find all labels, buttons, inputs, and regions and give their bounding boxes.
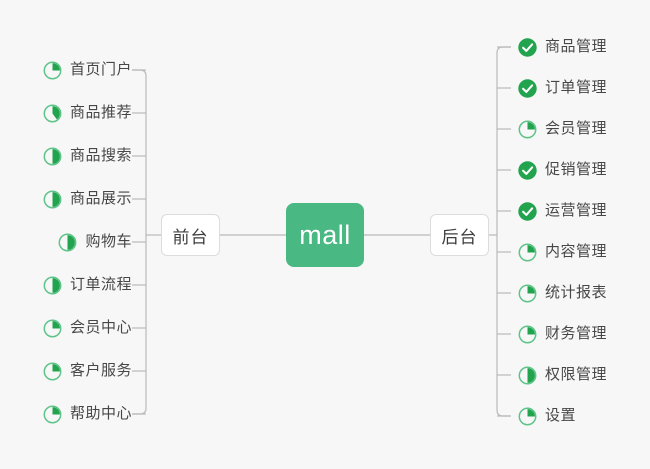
branch-node-frontend[interactable]: 前台 [161, 214, 220, 256]
pie-icon [517, 242, 538, 263]
pie-icon [42, 318, 63, 339]
branch-label-frontend: 前台 [172, 227, 209, 247]
backend-leaf-label: 权限管理 [545, 366, 608, 383]
pie-icon [42, 404, 63, 425]
backend-leaf-6[interactable]: 内容管理 [517, 238, 607, 266]
frontend-leaf-label: 购物车 [85, 233, 132, 250]
check-circle-icon [517, 201, 538, 222]
frontend-leaf-9[interactable]: 帮助中心 [42, 400, 132, 428]
backend-leaf-4[interactable]: 促销管理 [517, 156, 607, 184]
frontend-leaf-5[interactable]: 购物车 [57, 228, 132, 256]
backend-leaf-10[interactable]: 设置 [517, 402, 576, 430]
pie-icon [517, 365, 538, 386]
frontend-leaf-label: 客户服务 [69, 362, 132, 379]
frontend-leaf-label: 首页门户 [69, 61, 132, 78]
backend-leaf-label: 内容管理 [545, 243, 608, 260]
backend-leaf-label: 会员管理 [545, 120, 608, 137]
pie-icon [42, 361, 63, 382]
pie-icon [42, 275, 63, 296]
frontend-leaf-1[interactable]: 首页门户 [42, 56, 132, 84]
backend-leaf-1[interactable]: 商品管理 [517, 33, 607, 61]
backend-leaf-2[interactable]: 订单管理 [517, 74, 607, 102]
frontend-leaf-label: 商品展示 [69, 190, 132, 207]
pie-icon [42, 60, 63, 81]
backend-leaf-label: 统计报表 [545, 284, 608, 301]
backend-leaf-label: 运营管理 [545, 202, 608, 219]
pie-icon [517, 119, 538, 140]
backend-leaf-label: 订单管理 [545, 79, 608, 96]
frontend-leaf-3[interactable]: 商品搜索 [42, 142, 132, 170]
frontend-spine [132, 69, 147, 415]
frontend-leaf-2[interactable]: 商品推荐 [42, 99, 132, 127]
frontend-leaf-label: 商品搜索 [69, 147, 132, 164]
frontend-leaf-4[interactable]: 商品展示 [42, 185, 132, 213]
frontend-leaf-label: 订单流程 [69, 276, 132, 293]
pie-icon [42, 103, 63, 124]
pie-icon [517, 406, 538, 427]
check-circle-icon [517, 37, 538, 58]
frontend-leaf-7[interactable]: 会员中心 [42, 314, 132, 342]
backend-leaf-label: 商品管理 [545, 38, 608, 55]
pie-icon [57, 232, 78, 253]
root-node-label: mall [299, 219, 351, 250]
backend-leaf-5[interactable]: 运营管理 [517, 197, 607, 225]
frontend-leaf-label: 商品推荐 [69, 104, 132, 121]
check-circle-icon [517, 160, 538, 181]
backend-leaf-label: 设置 [545, 407, 577, 424]
backend-spine [496, 46, 511, 417]
frontend-leaf-label: 会员中心 [69, 319, 132, 336]
backend-leaf-7[interactable]: 统计报表 [517, 279, 607, 307]
frontend-leaf-6[interactable]: 订单流程 [42, 271, 132, 299]
backend-leaf-3[interactable]: 会员管理 [517, 115, 607, 143]
branch-node-backend[interactable]: 后台 [430, 214, 489, 256]
check-circle-icon [517, 78, 538, 99]
pie-icon [42, 146, 63, 167]
frontend-leaf-label: 帮助中心 [69, 405, 132, 422]
pie-icon [517, 283, 538, 304]
backend-leaf-8[interactable]: 财务管理 [517, 320, 607, 348]
frontend-leaf-8[interactable]: 客户服务 [42, 357, 132, 385]
backend-leaf-9[interactable]: 权限管理 [517, 361, 607, 389]
root-node-mall[interactable]: mall [286, 203, 364, 267]
pie-icon [517, 324, 538, 345]
pie-icon [42, 189, 63, 210]
backend-leaf-label: 促销管理 [545, 161, 608, 178]
branch-label-backend: 后台 [441, 227, 478, 247]
backend-leaf-label: 财务管理 [545, 325, 608, 342]
